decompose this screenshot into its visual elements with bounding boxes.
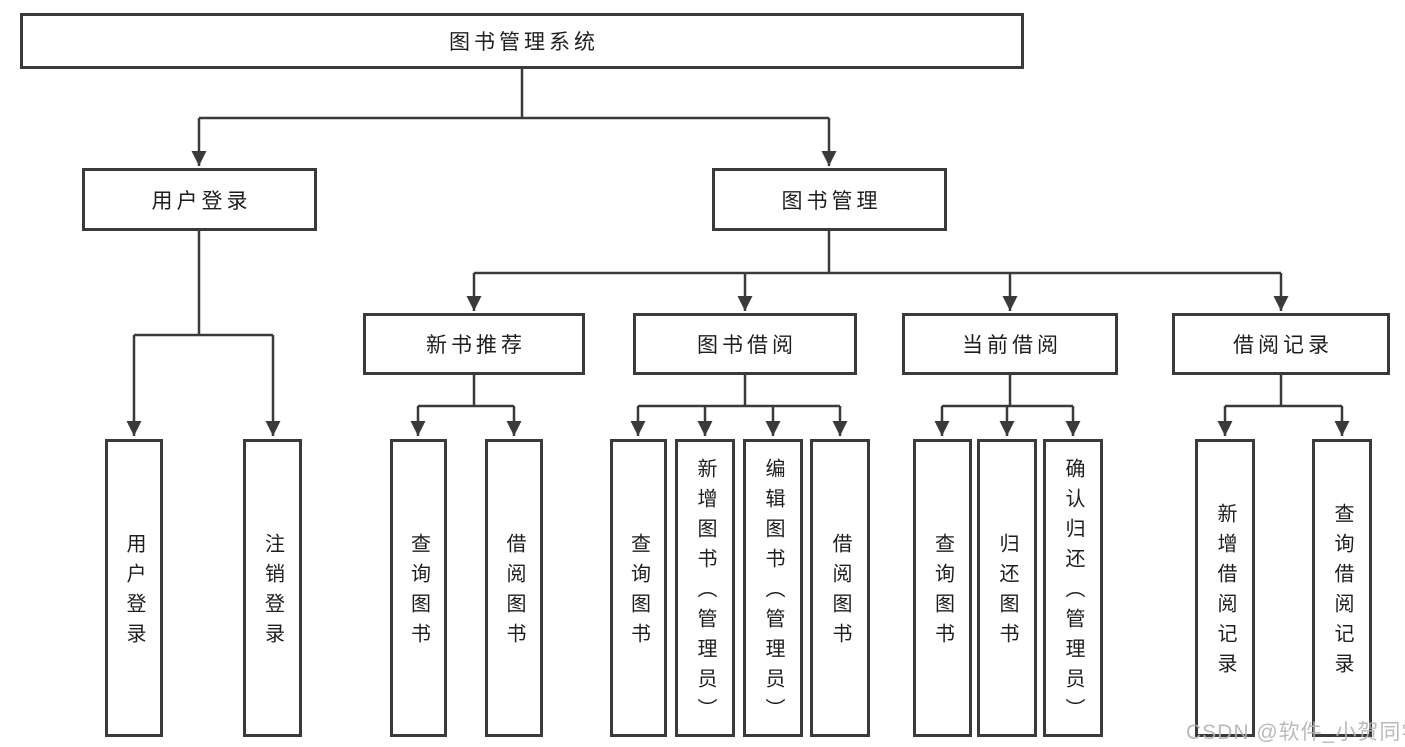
node-leaf-bb-add: 新增图书（管理员） bbox=[675, 439, 735, 737]
node-leaf-user-login: 用户登录 bbox=[105, 439, 163, 737]
node-user-login: 用户登录 bbox=[82, 168, 317, 231]
node-leaf-cb-query: 查询图书 bbox=[913, 439, 972, 737]
node-leaf-br-add: 新增借阅记录 bbox=[1195, 439, 1255, 737]
node-leaf-br-add-label: 新增借阅记录 bbox=[1214, 503, 1236, 683]
node-leaf-bb-borrow-label: 借阅图书 bbox=[829, 533, 851, 653]
node-leaf-nbr-query-label: 查询图书 bbox=[407, 533, 430, 653]
node-leaf-nbr-borrow-label: 借阅图书 bbox=[503, 533, 525, 653]
node-leaf-nbr-query: 查询图书 bbox=[390, 439, 447, 737]
node-leaf-bb-borrow: 借阅图书 bbox=[810, 439, 870, 737]
node-new-book-rec-label: 新书推荐 bbox=[426, 334, 526, 357]
node-leaf-nbr-borrow: 借阅图书 bbox=[485, 439, 543, 737]
node-leaf-bb-edit-label: 编辑图书（管理员） bbox=[762, 458, 784, 728]
node-leaf-bb-add-label: 新增图书（管理员） bbox=[694, 458, 716, 728]
node-leaf-bb-query: 查询图书 bbox=[610, 439, 667, 737]
node-leaf-br-query: 查询借阅记录 bbox=[1312, 439, 1372, 737]
node-leaf-cb-query-label: 查询图书 bbox=[931, 533, 954, 653]
node-book-borrow-label: 图书借阅 bbox=[697, 334, 797, 357]
node-leaf-cb-confirm: 确认归还（管理员） bbox=[1043, 439, 1103, 737]
node-book-borrow: 图书借阅 bbox=[633, 313, 857, 375]
node-leaf-cb-return-label: 归还图书 bbox=[996, 533, 1018, 653]
node-leaf-bb-query-label: 查询图书 bbox=[627, 533, 650, 653]
node-borrow-record-label: 借阅记录 bbox=[1233, 334, 1333, 357]
node-leaf-logout: 注销登录 bbox=[243, 439, 302, 737]
node-book-mgmt-label: 图书管理 bbox=[781, 189, 882, 213]
node-root: 图书管理系统 bbox=[20, 13, 1024, 69]
node-new-book-rec: 新书推荐 bbox=[363, 313, 585, 375]
node-leaf-bb-edit: 编辑图书（管理员） bbox=[743, 439, 803, 737]
node-user-login-label: 用户登录 bbox=[151, 189, 252, 213]
node-book-mgmt: 图书管理 bbox=[712, 168, 947, 231]
node-leaf-cb-return: 归还图书 bbox=[977, 439, 1037, 737]
node-root-label: 图书管理系统 bbox=[449, 31, 599, 54]
node-leaf-cb-confirm-label: 确认归还（管理员） bbox=[1062, 458, 1084, 728]
node-borrow-record: 借阅记录 bbox=[1172, 313, 1390, 375]
node-current-borrow: 当前借阅 bbox=[902, 313, 1118, 375]
node-leaf-logout-label: 注销登录 bbox=[261, 533, 284, 653]
watermark-text: CSDN @软件_小贺同学 bbox=[1186, 721, 1405, 744]
node-leaf-user-login-label: 用户登录 bbox=[123, 533, 145, 653]
node-leaf-br-query-label: 查询借阅记录 bbox=[1331, 503, 1353, 683]
node-current-borrow-label: 当前借阅 bbox=[962, 334, 1062, 357]
